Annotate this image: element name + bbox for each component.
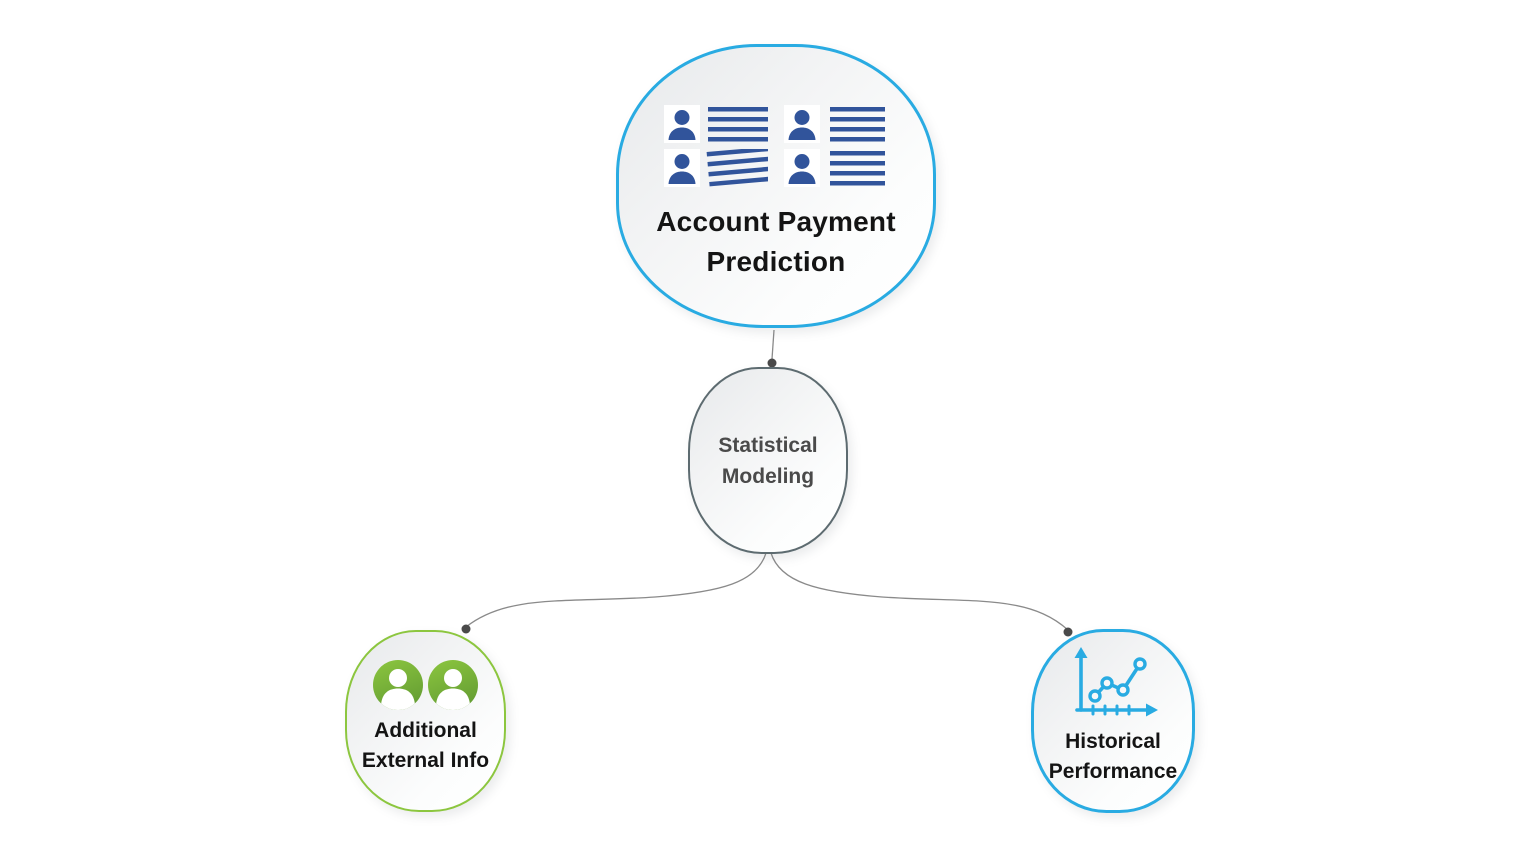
- node-label: Additional External Info: [361, 719, 490, 772]
- edge-model-to-external: [465, 552, 767, 628]
- contact-card-icon: [664, 105, 768, 143]
- contact-cards-icon: [664, 105, 888, 187]
- contact-card-icon: [784, 105, 885, 143]
- node-statistical-modeling: Statistical Modeling: [688, 367, 848, 554]
- users-icon: [373, 660, 478, 710]
- connector-dots: [461, 358, 1073, 637]
- node-label: Historical Performance: [1048, 730, 1178, 783]
- user-icon: [373, 660, 423, 710]
- user-icon: [428, 660, 478, 710]
- contact-card-icon: [784, 149, 885, 187]
- contact-card-icon: [664, 149, 768, 187]
- node-historical-performance: Historical Performance: [1031, 629, 1195, 813]
- node-additional-external-info: Additional External Info: [345, 630, 506, 812]
- node-label: Statistical Modeling: [718, 433, 818, 488]
- line-chart-icon: [1067, 645, 1159, 721]
- line-chart-icon-svg: [1074, 647, 1158, 717]
- edge-root-to-model: [771, 329, 775, 360]
- edge-model-to-historical: [770, 552, 1069, 631]
- node-account-payment-prediction: Account Payment Prediction: [616, 44, 936, 328]
- node-label: Account Payment Prediction: [656, 206, 896, 277]
